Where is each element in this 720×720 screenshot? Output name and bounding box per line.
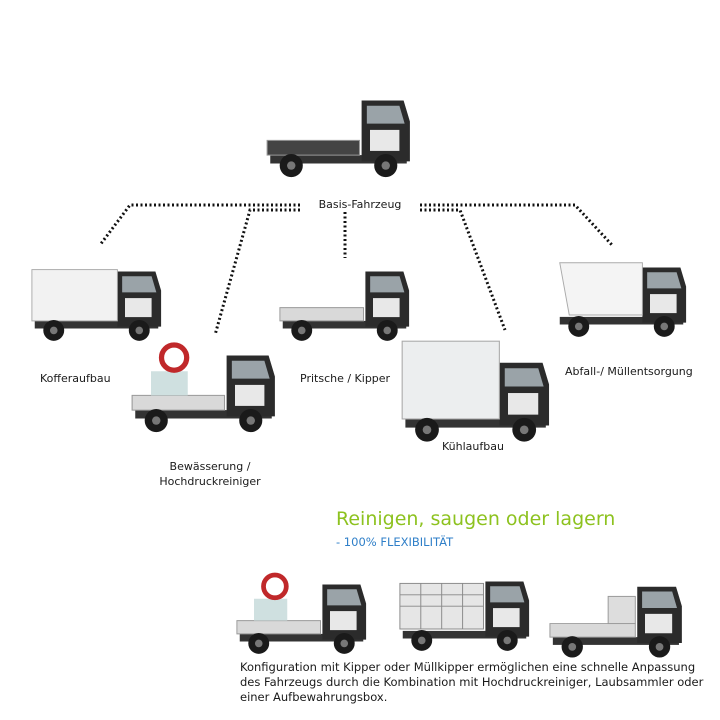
description: Konfiguration mit Kipper oder Müllkipper… — [240, 660, 704, 704]
subheadline: - 100% FLEXIBILITÄT — [336, 535, 454, 549]
connector-lines — [98, 203, 614, 336]
variant-label-washer-line1: Bewässerung / — [169, 460, 251, 473]
headline: Reinigen, saugen oder lagern — [336, 508, 616, 530]
variant-label-reefer: Kühlaufbau — [442, 440, 504, 453]
example-image-washer — [236, 572, 367, 654]
variant-label-box: Kofferaufbau — [40, 372, 111, 385]
base-vehicle-image — [266, 100, 410, 178]
variant-image-box — [31, 269, 162, 341]
connector-line — [420, 203, 614, 247]
variant-label-flatbed: Pritsche / Kipper — [300, 372, 391, 385]
variant-label-waste: Abfall-/ Müllentsorgung — [565, 365, 693, 378]
variant-image-washer — [131, 342, 275, 433]
variant-image-flatbed — [279, 271, 410, 341]
example-image-storage-box — [549, 586, 682, 658]
connector-line — [98, 203, 300, 246]
base-vehicle-label: Basis-Fahrzeug — [318, 198, 402, 211]
example-image-leaf-collector — [399, 581, 530, 651]
connector-line — [420, 208, 507, 331]
variant-image-reefer — [401, 340, 550, 442]
variant-label-washer-line2: Hochdruckreiniger — [159, 475, 261, 488]
connector-line — [213, 208, 300, 336]
variant-image-waste — [559, 262, 687, 337]
